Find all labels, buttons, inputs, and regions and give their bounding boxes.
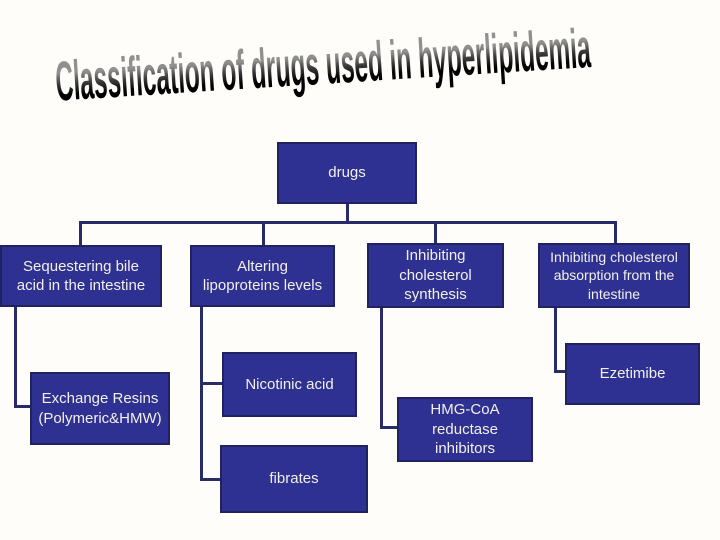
node-label-line: lipoproteins levels (202, 277, 323, 294)
connector-drop-synthesis (434, 221, 437, 243)
node-label-line: cholesterol (399, 266, 472, 284)
node-label-line: reductase (432, 420, 498, 438)
node-fibrates: fibrates (220, 445, 368, 513)
node-label-line: inhibitors (434, 440, 496, 458)
slide-title-wordart: Classification of drugs used in hyperlip… (54, 11, 677, 116)
node-label-line: Exchange Resins (41, 390, 159, 407)
node-label-line: Inhibiting cholesterol (550, 249, 678, 266)
node-label-line: synthesis (404, 286, 467, 304)
node-label-line: Altering (237, 257, 288, 275)
connector-fibrates-elbow (200, 478, 222, 481)
node-exchange-resins: Exchange Resins (Polymeric&HMW) (30, 372, 170, 445)
node-drugs-label: drugs (328, 164, 366, 182)
node-sequestering-bile-acid: Sequestering bile acid in the intestine (0, 245, 162, 307)
node-label-line: HMG-CoA (430, 401, 500, 419)
node-label-line: Ezetimibe (599, 365, 666, 383)
connector-nicotinic-elbow (200, 382, 224, 385)
node-label-line: absorption from the (553, 267, 675, 284)
node-inhibiting-cholesterol-absorption: Inhibiting cholesterol absorption from t… (538, 243, 690, 308)
connector-drop-bile (79, 221, 82, 245)
slide-title-text: Classification of drugs used in hyperlip… (53, 15, 593, 113)
node-hmg-coa-reductase-inhibitors: HMG-CoA reductase inhibitors (397, 397, 533, 462)
node-label-line: intestine (587, 285, 641, 302)
node-ezetimibe: Ezetimibe (565, 343, 700, 405)
node-label-line: Sequestering bile (23, 257, 139, 275)
node-nicotinic-acid: Nicotinic acid (222, 352, 357, 417)
connector-drop-absorption (614, 221, 617, 243)
node-inhibiting-cholesterol-synthesis: Inhibiting cholesterol synthesis (367, 243, 504, 308)
connector-bile-elbow (14, 405, 32, 408)
connector-drop-lipoproteins (262, 221, 265, 245)
connector-absorption-vertical (554, 308, 557, 373)
node-label-line: Inhibiting (405, 247, 466, 265)
connector-synthesis-vertical (380, 308, 383, 429)
node-label-line: fibrates (269, 470, 319, 488)
node-label-line: Nicotinic acid (245, 375, 334, 393)
connector-ezetimibe-elbow (554, 370, 567, 373)
node-drugs: drugs (277, 142, 417, 204)
connector-main-horizontal (79, 221, 617, 224)
node-altering-lipoproteins: Altering lipoproteins levels (190, 245, 335, 307)
connector-lipoproteins-vertical (200, 307, 203, 481)
node-label-line: acid in the intestine (16, 277, 146, 294)
connector-hmg-elbow (380, 426, 399, 429)
node-label-line: (Polymeric&HMW) (38, 409, 162, 427)
connector-root-stub (346, 204, 349, 223)
connector-bile-vertical (14, 307, 17, 408)
